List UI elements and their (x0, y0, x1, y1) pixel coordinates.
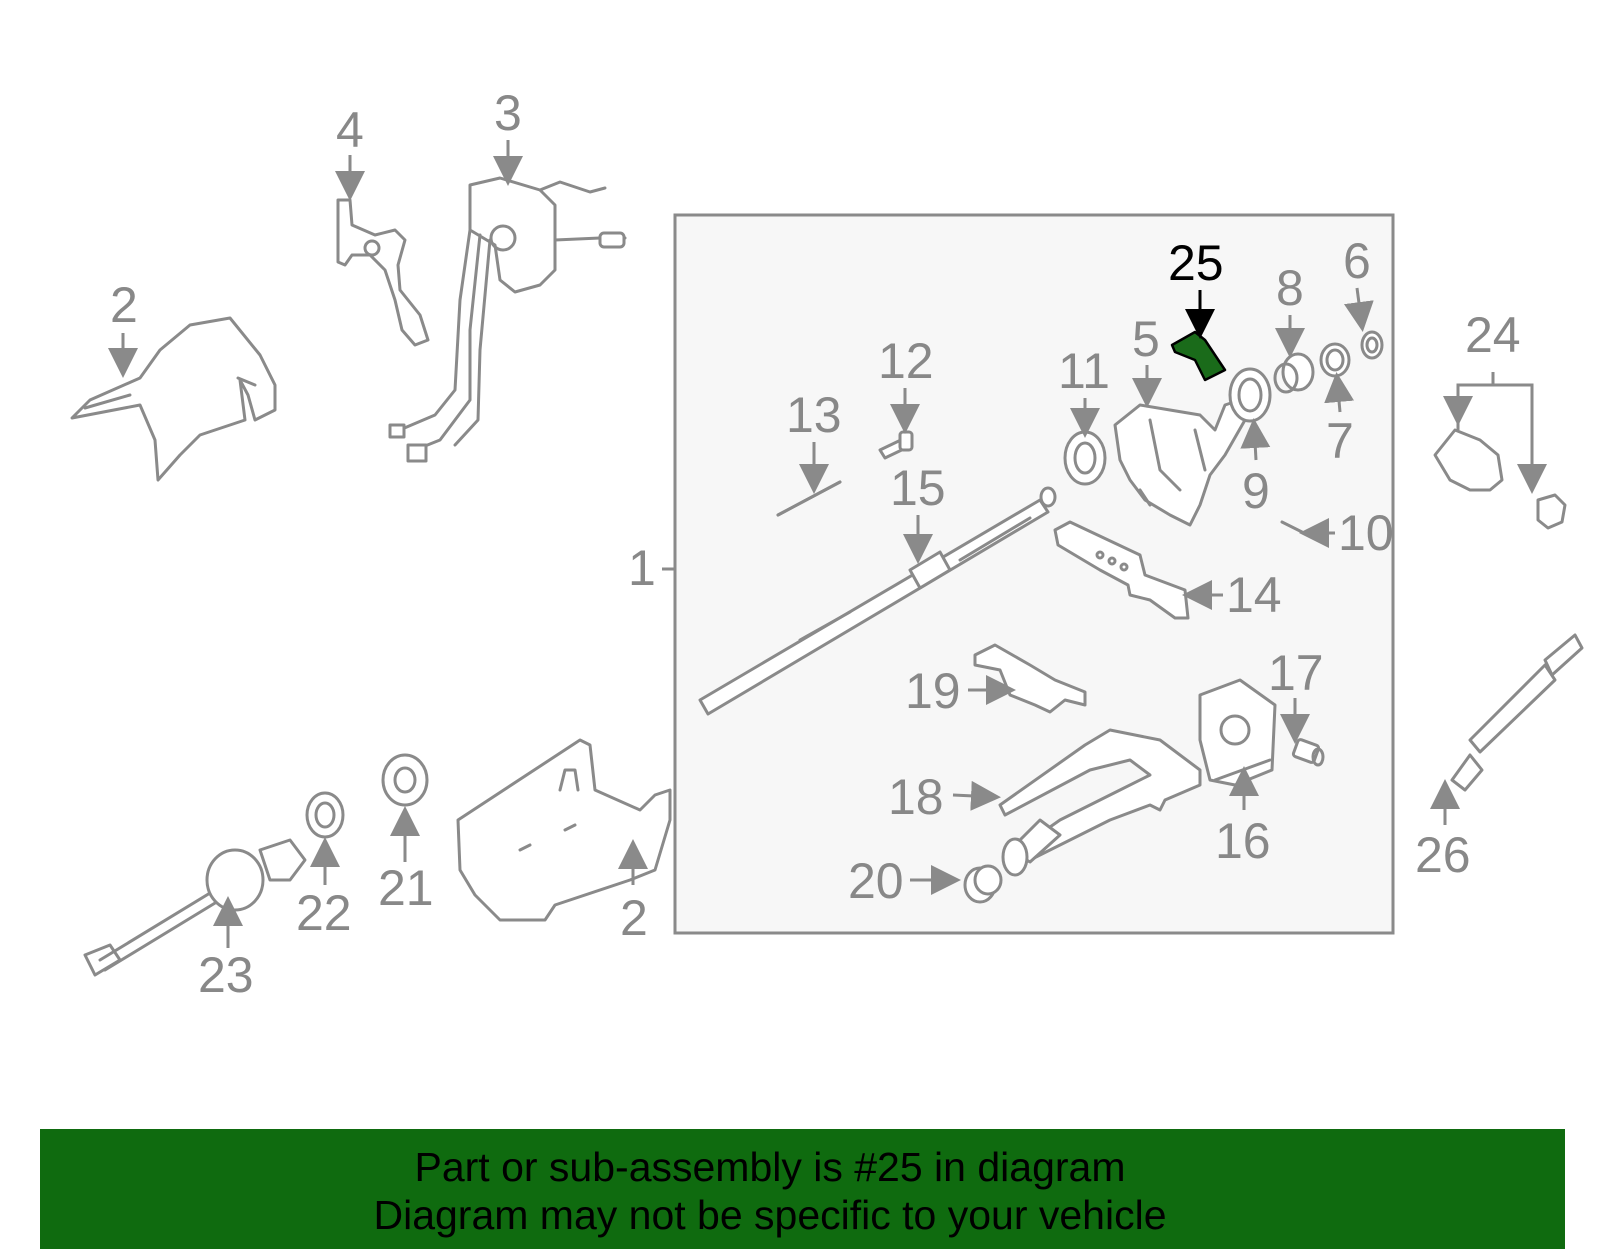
callout-22[interactable]: 22 (296, 885, 352, 941)
part-7-washer[interactable] (1319, 342, 1351, 378)
callout-5[interactable]: 5 (1132, 311, 1160, 367)
callout-8[interactable]: 8 (1276, 260, 1304, 316)
callout-labels: 2 4 3 1 25 5 11 8 6 7 9 10 14 12 13 15 1… (110, 85, 1521, 1003)
part-3-switch-assembly[interactable] (388, 176, 627, 463)
callout-7[interactable]: 7 (1326, 413, 1354, 469)
part-23-intermediate-shaft[interactable] (83, 838, 307, 977)
callout-15[interactable]: 15 (890, 460, 946, 516)
part-20-bushing[interactable] (963, 864, 1003, 904)
part-18-lower-housing[interactable] (998, 728, 1202, 877)
part-10-pin[interactable] (1280, 520, 1304, 534)
part-2-upper-shroud[interactable] (70, 316, 277, 482)
callout-13[interactable]: 13 (786, 387, 842, 443)
callout-24[interactable]: 24 (1465, 307, 1521, 363)
callout-6[interactable]: 6 (1343, 233, 1371, 289)
callout-9[interactable]: 9 (1242, 463, 1270, 519)
part-2-lower-cover[interactable] (456, 738, 672, 922)
callout-arrows (108, 140, 1547, 948)
part-19-plate[interactable] (973, 643, 1087, 714)
callout-25[interactable]: 25 (1168, 235, 1224, 291)
part-15-shaft[interactable] (698, 486, 1057, 716)
callout-11[interactable]: 11 (1058, 343, 1110, 399)
callout-23[interactable]: 23 (198, 947, 254, 1003)
callout-18[interactable]: 18 (888, 769, 944, 825)
info-banner: Part or sub-assembly is #25 in diagram D… (40, 1129, 1565, 1249)
callout-21[interactable]: 21 (378, 860, 434, 916)
callout-10[interactable]: 10 (1338, 505, 1394, 561)
part-17-nut[interactable] (1291, 738, 1325, 767)
part-22-washer[interactable] (305, 791, 345, 839)
banner-line-2: Diagram may not be specific to your vehi… (373, 1192, 1167, 1238)
callout-2-lower[interactable]: 2 (620, 890, 648, 946)
callout-16[interactable]: 16 (1215, 813, 1271, 869)
part-16-bracket[interactable] (1198, 678, 1277, 787)
part-14-rack[interactable] (1053, 520, 1190, 620)
callout-20[interactable]: 20 (848, 853, 904, 909)
callout-3[interactable]: 3 (494, 85, 522, 141)
callout-2-upper[interactable]: 2 (110, 277, 138, 333)
callout-26[interactable]: 26 (1415, 827, 1471, 883)
callout-1[interactable]: 1 (628, 540, 656, 596)
callout-4[interactable]: 4 (336, 102, 364, 158)
assembly-frame (673, 213, 1395, 935)
part-5-housing[interactable] (1113, 398, 1247, 527)
banner-line-1: Part or sub-assembly is #25 in diagram (414, 1144, 1126, 1190)
part-21-bearing[interactable] (381, 753, 429, 807)
callout-19[interactable]: 19 (905, 663, 961, 719)
part-11-bearing[interactable] (1063, 430, 1107, 486)
part-24-clip[interactable] (1433, 428, 1567, 530)
part-9-ring[interactable] (1228, 367, 1272, 423)
callout-14[interactable]: 14 (1226, 567, 1282, 623)
callout-12[interactable]: 12 (878, 333, 934, 389)
part-6-ring[interactable] (1360, 330, 1384, 360)
part-26-lower-shaft[interactable] (1450, 633, 1584, 792)
callout-17[interactable]: 17 (1268, 645, 1324, 701)
part-4-bracket[interactable] (336, 198, 430, 347)
